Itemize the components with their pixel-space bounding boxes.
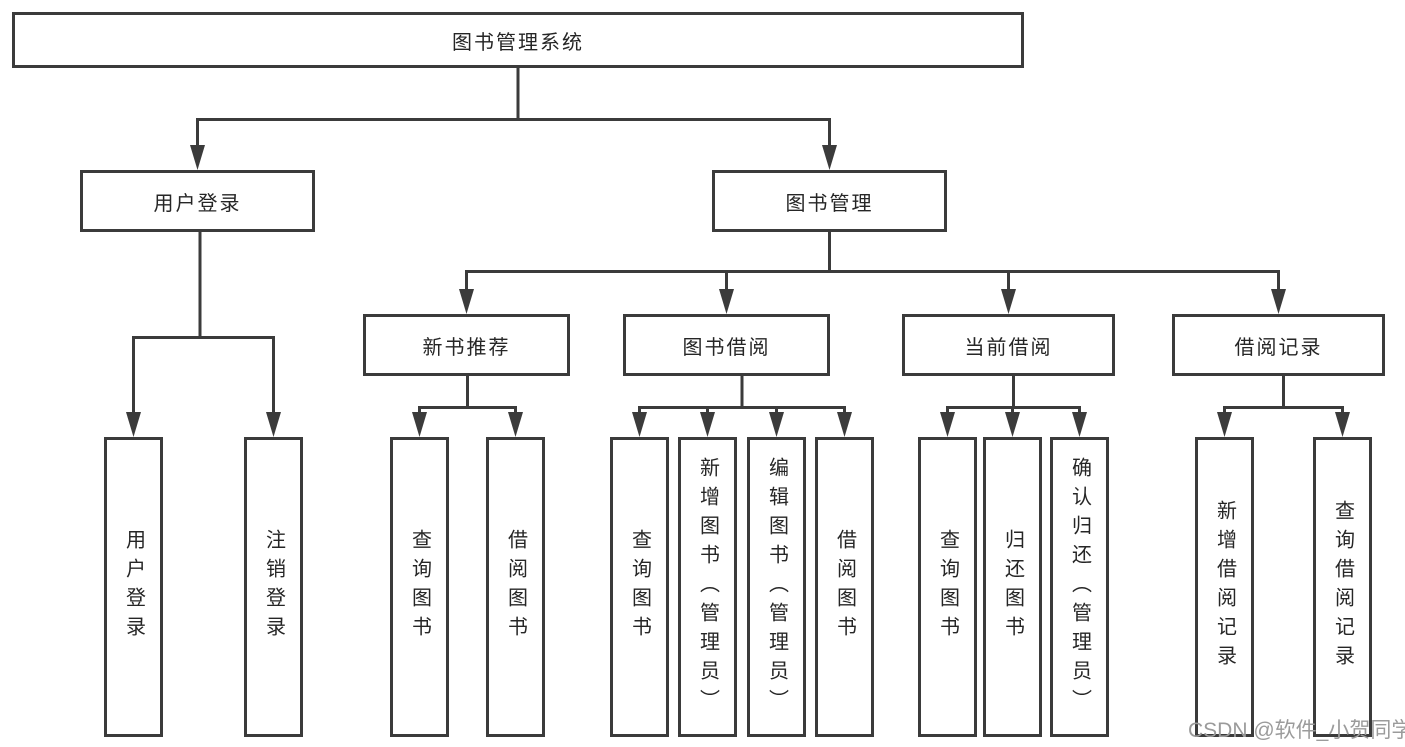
leaf-return-books: 归还图书 bbox=[983, 437, 1042, 737]
leaf-logout-label: 注销登录 bbox=[262, 529, 285, 645]
leaf-user-login-label: 用户登录 bbox=[122, 529, 145, 645]
leaf-confirm-return-admin: 确认归还（管理员） bbox=[1050, 437, 1109, 737]
node-book-borrow-label: 图书借阅 bbox=[682, 336, 771, 359]
node-borrow-records: 借阅记录 bbox=[1172, 314, 1385, 376]
leaf-query-borrow-record: 查询借阅记录 bbox=[1313, 437, 1372, 737]
leaf-borrow-books: 借阅图书 bbox=[815, 437, 874, 737]
node-new-book-recommend: 新书推荐 bbox=[363, 314, 570, 376]
node-user-login: 用户登录 bbox=[80, 170, 315, 232]
node-user-login-label: 用户登录 bbox=[153, 192, 242, 215]
connector-book-borrow-branch bbox=[638, 376, 846, 431]
leaf-query-borrow-record-label: 查询借阅记录 bbox=[1331, 500, 1354, 674]
leaf-logout: 注销登录 bbox=[244, 437, 303, 737]
leaf-query-books-current-label: 查询图书 bbox=[936, 529, 959, 645]
csdn-watermark: CSDN @软件_小贺同学 bbox=[1188, 719, 1405, 742]
connector-root-to-level2 bbox=[196, 68, 831, 164]
leaf-add-borrow-record-label: 新增借阅记录 bbox=[1213, 500, 1236, 674]
connector-borrow-records-branch bbox=[1223, 376, 1344, 431]
leaf-add-book-admin-label: 新增图书（管理员） bbox=[696, 456, 719, 718]
leaf-borrow-books-recommend-label: 借阅图书 bbox=[504, 529, 527, 645]
connector-current-borrow-branch bbox=[946, 376, 1081, 431]
leaf-return-books-label: 归还图书 bbox=[1001, 529, 1024, 645]
leaf-user-login: 用户登录 bbox=[104, 437, 163, 737]
leaf-borrow-books-recommend: 借阅图书 bbox=[486, 437, 545, 737]
node-book-borrow: 图书借阅 bbox=[623, 314, 830, 376]
connector-new-book-recommend-branch bbox=[418, 376, 517, 431]
leaf-confirm-return-admin-label: 确认归还（管理员） bbox=[1068, 456, 1091, 718]
leaf-query-books-recommend: 查询图书 bbox=[390, 437, 449, 737]
node-current-borrow: 当前借阅 bbox=[902, 314, 1115, 376]
leaf-add-borrow-record: 新增借阅记录 bbox=[1195, 437, 1254, 737]
leaf-query-books-borrow: 查询图书 bbox=[610, 437, 669, 737]
connector-user-login-branch bbox=[132, 232, 275, 431]
leaf-add-book-admin: 新增图书（管理员） bbox=[678, 437, 737, 737]
leaf-borrow-books-label: 借阅图书 bbox=[833, 529, 856, 645]
leaf-query-books-borrow-label: 查询图书 bbox=[628, 529, 651, 645]
node-book-management: 图书管理 bbox=[712, 170, 947, 232]
node-current-borrow-label: 当前借阅 bbox=[964, 336, 1053, 359]
node-book-management-label: 图书管理 bbox=[785, 192, 874, 215]
node-root-system-label: 图书管理系统 bbox=[452, 31, 584, 54]
leaf-query-books-recommend-label: 查询图书 bbox=[408, 529, 431, 645]
leaf-edit-book-admin-label: 编辑图书（管理员） bbox=[765, 456, 788, 718]
leaf-query-books-current: 查询图书 bbox=[918, 437, 977, 737]
node-borrow-records-label: 借阅记录 bbox=[1234, 336, 1323, 359]
leaf-edit-book-admin: 编辑图书（管理员） bbox=[747, 437, 806, 737]
node-root-system: 图书管理系统 bbox=[12, 12, 1024, 68]
node-new-book-recommend-label: 新书推荐 bbox=[422, 336, 511, 359]
connector-book-management-branch bbox=[465, 232, 1280, 308]
